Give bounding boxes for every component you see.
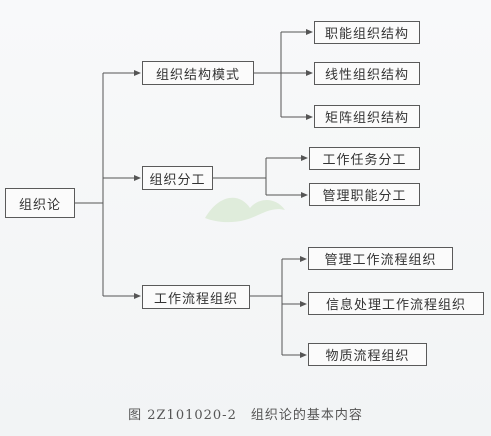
leaf-node: 工作任务分工 [309, 147, 420, 170]
branch-node-workflow: 工作流程组织 [142, 285, 250, 309]
leaf-node: 职能组织结构 [314, 21, 420, 44]
leaf-node: 管理工作流程组织 [308, 247, 453, 270]
branch-node-division: 组织分工 [142, 166, 213, 190]
leaf-node: 物质流程组织 [308, 343, 427, 366]
watermark-logo [205, 197, 285, 223]
leaf-node: 管理职能分工 [309, 183, 420, 206]
leaf-node: 矩阵组织结构 [314, 105, 420, 128]
leaf-node: 线性组织结构 [314, 62, 420, 85]
figure-caption: 图 2Z101020-2 组织论的基本内容 [128, 408, 363, 423]
leaf-node: 信息处理工作流程组织 [308, 292, 484, 315]
root-node: 组织论 [5, 188, 75, 218]
branch-node-structure: 组织结构模式 [142, 61, 254, 85]
